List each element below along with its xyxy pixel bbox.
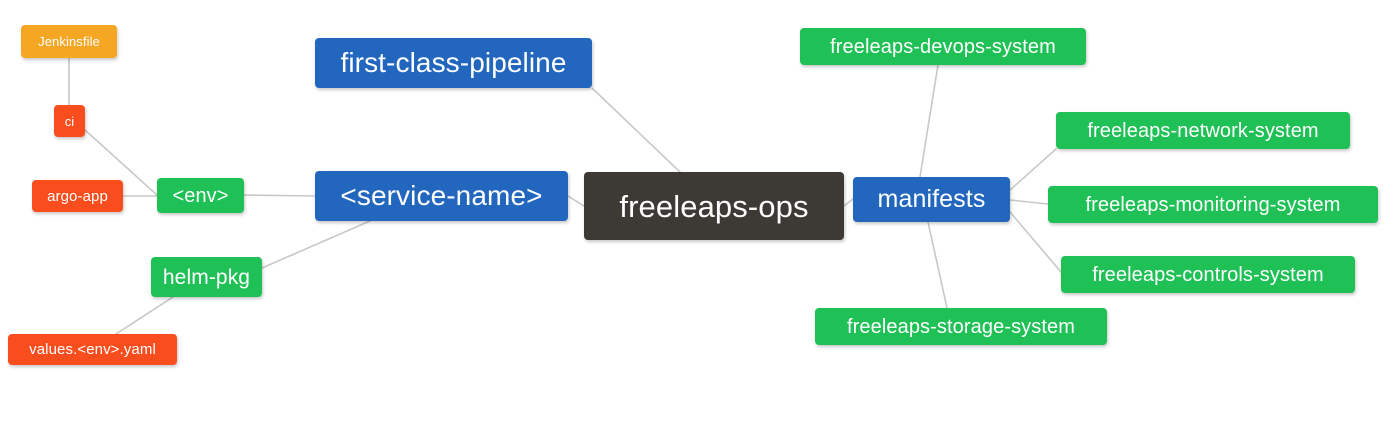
mindmap-node-values-env-yaml[interactable]: values.<env>.yaml [8, 334, 177, 365]
mindmap-node-label-argo-app: argo-app [47, 187, 108, 205]
mindmap-node-helm-pkg[interactable]: helm-pkg [151, 257, 262, 297]
mindmap-node-label-jenkinsfile: Jenkinsfile [38, 34, 100, 49]
mindmap-node-ci[interactable]: ci [54, 105, 85, 137]
mindmap-node-label-helm-pkg: helm-pkg [162, 265, 251, 289]
mindmap-node-label-freeleaps-ops: freeleaps-ops [619, 188, 809, 224]
edge-manifests-storage [927, 221, 948, 309]
edge-service-name-helm-pkg [261, 220, 371, 269]
mindmap-node-env[interactable]: <env> [157, 178, 244, 213]
mindmap-node-label-values-env-yaml: values.<env>.yaml [29, 341, 156, 358]
mindmap-node-label-manifests: manifests [877, 185, 986, 213]
mindmap-node-freeleaps-network-system[interactable]: freeleaps-network-system [1056, 112, 1350, 149]
edge-service-name-env [243, 194, 316, 197]
edge-root-service-name [567, 195, 585, 207]
mindmap-node-label-freeleaps-storage-system: freeleaps-storage-system [846, 315, 1076, 338]
mindmap-node-label-freeleaps-network-system: freeleaps-network-system [1087, 119, 1319, 142]
edge-manifests-network [1009, 148, 1057, 191]
mindmap-node-argo-app[interactable]: argo-app [32, 180, 123, 212]
mindmap-node-jenkinsfile[interactable]: Jenkinsfile [21, 25, 117, 58]
edge-manifests-monitoring [1009, 199, 1049, 205]
mindmap-node-manifests[interactable]: manifests [853, 177, 1010, 222]
edge-root-first-class-pipeline [591, 87, 681, 173]
mindmap-node-label-freeleaps-devops-system: freeleaps-devops-system [830, 35, 1056, 58]
mindmap-node-freeleaps-monitoring-system[interactable]: freeleaps-monitoring-system [1048, 186, 1378, 223]
mindmap-node-label-ci: ci [64, 113, 75, 129]
mindmap-node-service-name[interactable]: <service-name> [315, 171, 568, 221]
mindmap-node-freeleaps-storage-system[interactable]: freeleaps-storage-system [815, 308, 1107, 345]
edge-helm-pkg-values [115, 296, 174, 335]
mindmap-node-freeleaps-devops-system[interactable]: freeleaps-devops-system [800, 28, 1086, 65]
mindmap-node-freeleaps-controls-system[interactable]: freeleaps-controls-system [1061, 256, 1355, 293]
edge-root-manifests [843, 198, 854, 207]
mindmap-node-label-service-name: <service-name> [340, 180, 543, 211]
mindmap-node-freeleaps-ops[interactable]: freeleaps-ops [584, 172, 844, 240]
edge-manifests-devops [919, 64, 939, 178]
mindmap-node-label-freeleaps-monitoring-system: freeleaps-monitoring-system [1085, 193, 1341, 216]
mindmap-node-label-freeleaps-controls-system: freeleaps-controls-system [1092, 263, 1324, 286]
mindmap-node-label-env: <env> [172, 184, 229, 207]
mindmap-node-first-class-pipeline[interactable]: first-class-pipeline [315, 38, 592, 88]
mindmap-node-label-first-class-pipeline: first-class-pipeline [340, 47, 567, 78]
